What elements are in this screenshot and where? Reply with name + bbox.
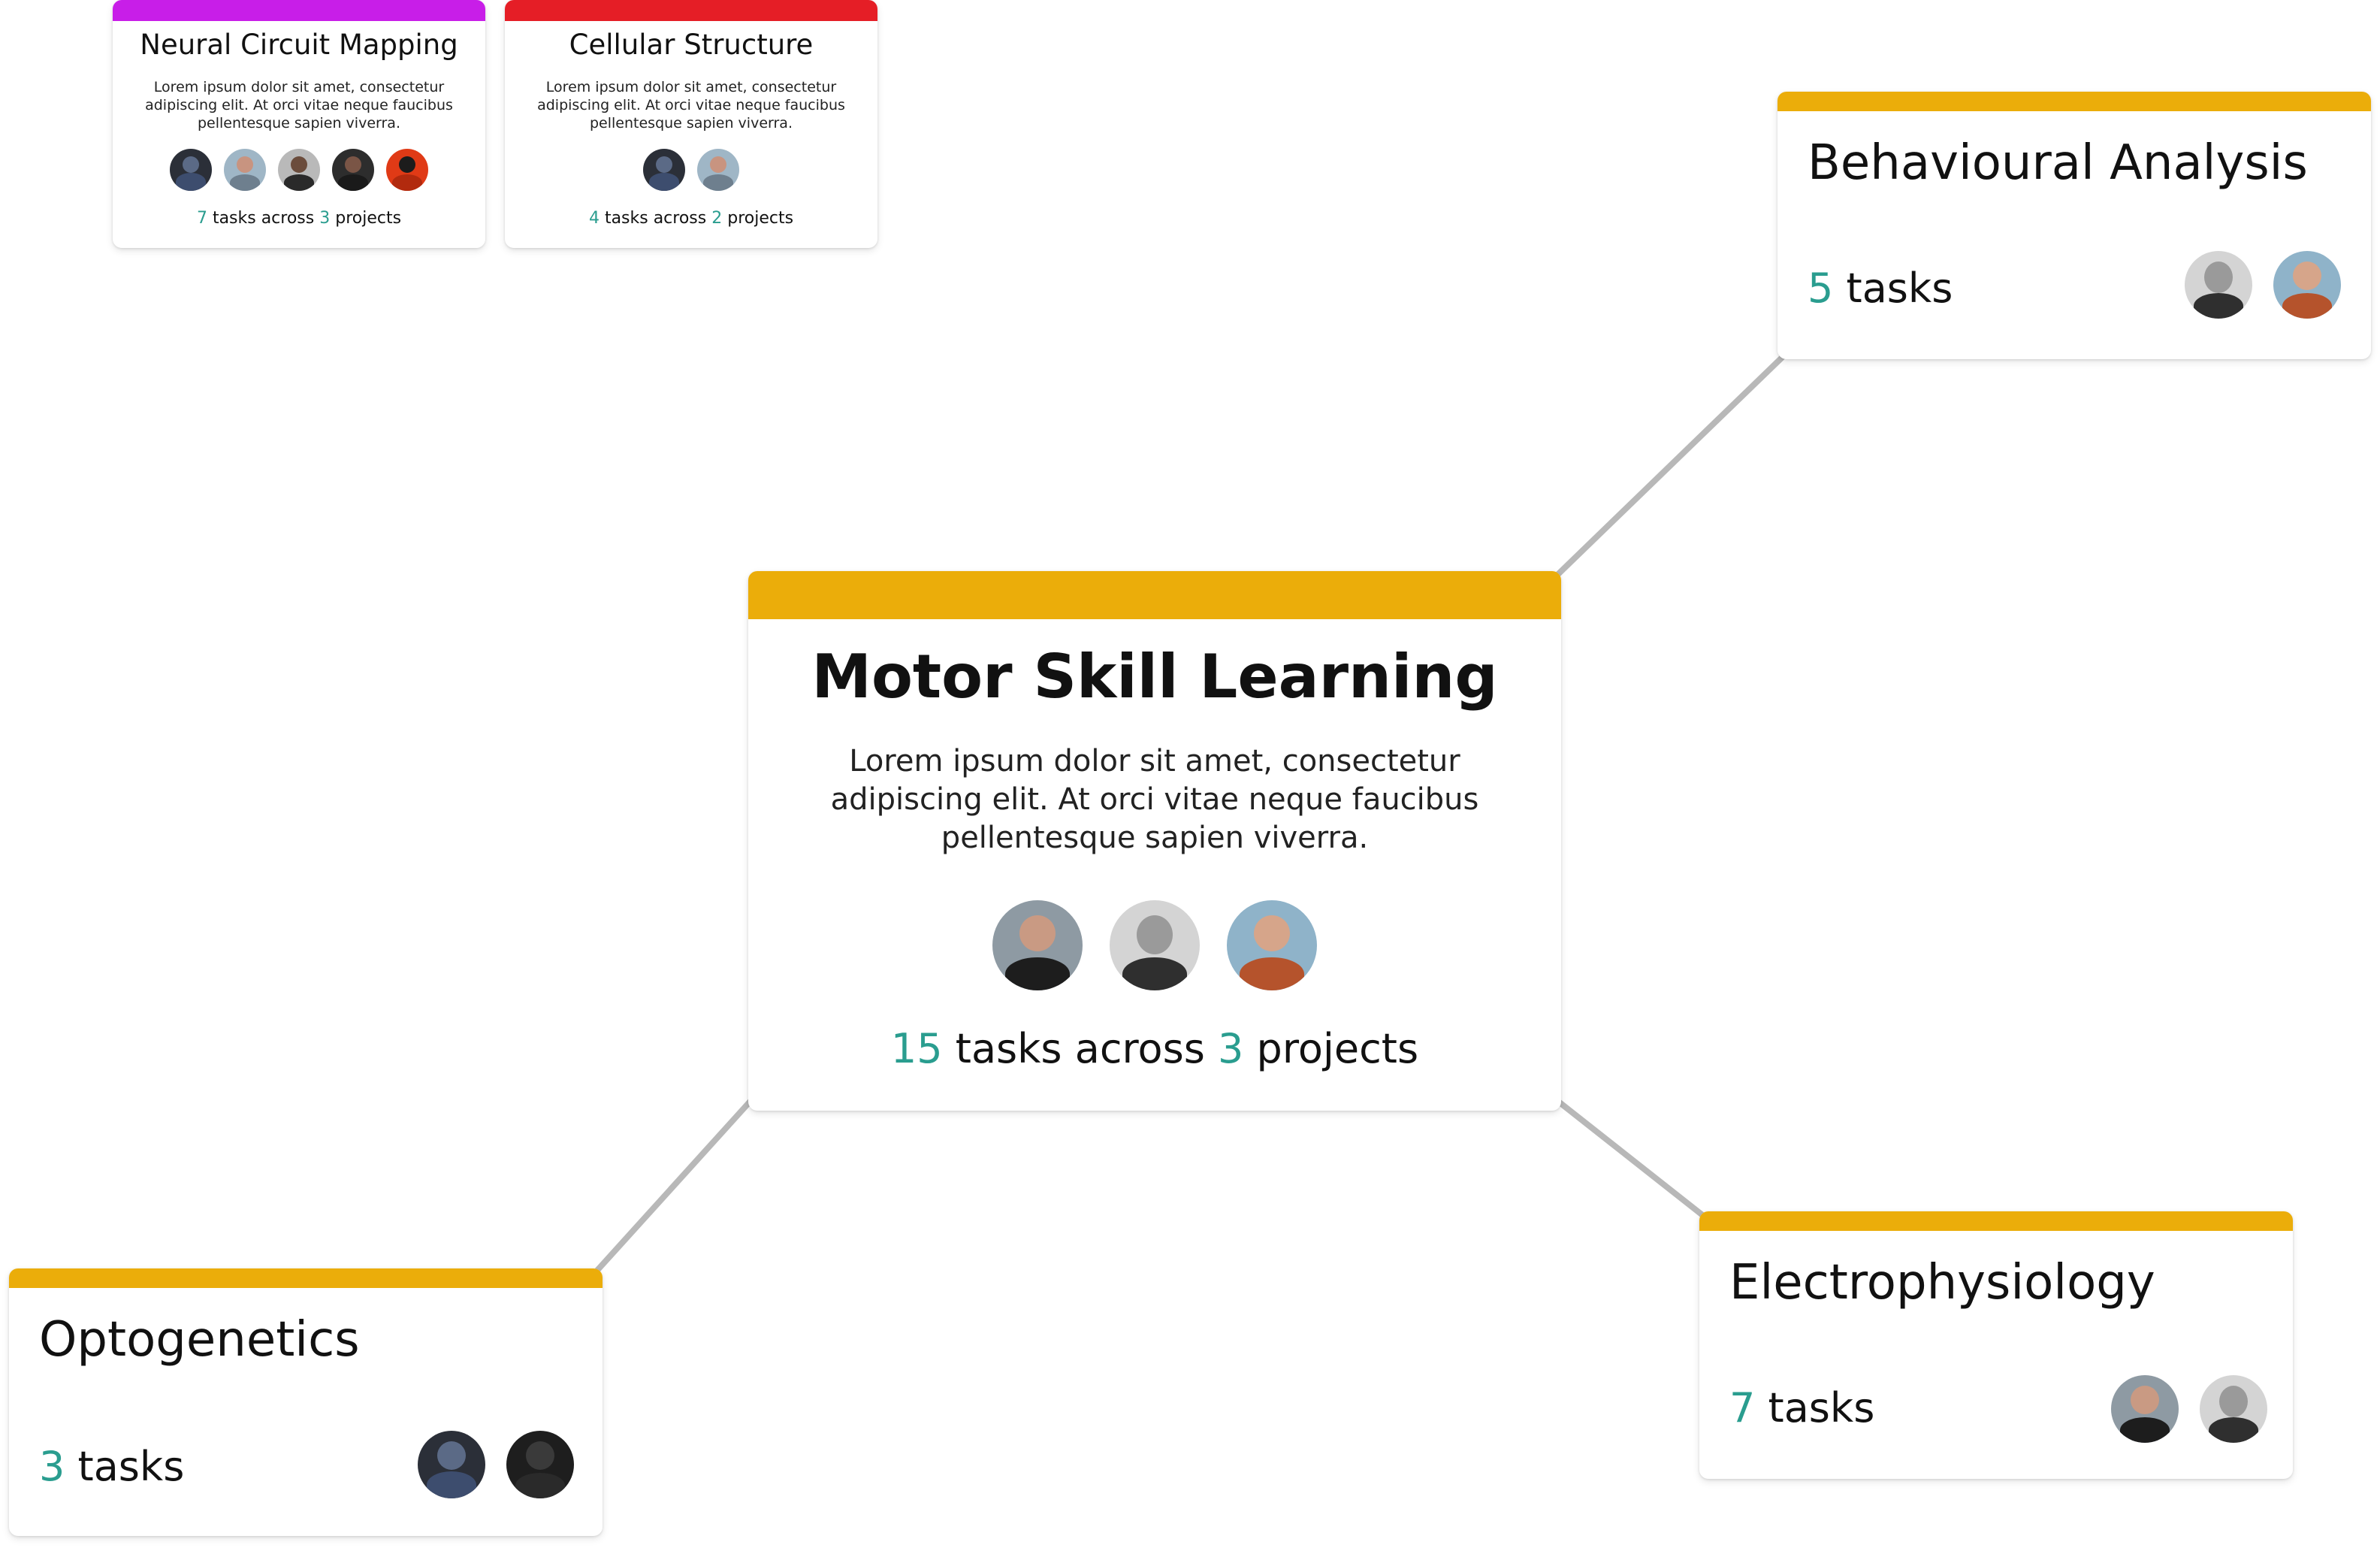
avatar-icon[interactable] bbox=[2185, 251, 2252, 319]
link-electrophysiology bbox=[1554, 1097, 1708, 1220]
link-optogenetics bbox=[591, 1098, 754, 1277]
task-summary: 5 tasks bbox=[1808, 265, 1953, 312]
avatar-group bbox=[2185, 251, 2341, 319]
project-card-electrophysiology[interactable]: Electrophysiology 7 tasks bbox=[1699, 1211, 2293, 1479]
avatar-icon[interactable] bbox=[418, 1431, 485, 1498]
project-card-motor-skill-learning[interactable]: Motor Skill Learning Lorem ipsum dolor s… bbox=[748, 571, 1561, 1111]
task-count: 15 bbox=[890, 1025, 943, 1072]
projects-label: projects bbox=[335, 209, 402, 228]
tasks-label: tasks bbox=[1846, 265, 1953, 312]
project-count: 3 bbox=[1218, 1025, 1244, 1072]
card-title: Electrophysiology bbox=[1729, 1255, 2155, 1311]
task-count: 3 bbox=[39, 1443, 65, 1490]
tasks-label: tasks bbox=[77, 1443, 185, 1490]
avatar-icon[interactable] bbox=[332, 149, 374, 191]
card-title: Neural Circuit Mapping bbox=[140, 29, 458, 61]
avatar-icon[interactable] bbox=[2273, 251, 2341, 319]
avatar-group bbox=[2111, 1375, 2267, 1443]
project-card-cellular-structure[interactable]: Cellular Structure Lorem ipsum dolor sit… bbox=[505, 0, 877, 248]
project-count: 3 bbox=[319, 209, 331, 228]
card-title: Behavioural Analysis bbox=[1808, 135, 2308, 191]
avatar-group bbox=[748, 900, 1561, 990]
projects-label: projects bbox=[727, 209, 794, 228]
project-card-optogenetics[interactable]: Optogenetics 3 tasks bbox=[9, 1268, 603, 1536]
avatar-icon[interactable] bbox=[506, 1431, 574, 1498]
card-title: Motor Skill Learning bbox=[811, 642, 1498, 712]
task-count: 4 bbox=[588, 209, 600, 228]
tasks-label: tasks across bbox=[212, 209, 315, 228]
avatar-icon[interactable] bbox=[224, 149, 266, 191]
card-color-bar bbox=[1699, 1211, 2293, 1231]
card-color-bar bbox=[9, 1268, 603, 1288]
avatar-icon[interactable] bbox=[278, 149, 320, 191]
card-color-bar bbox=[748, 571, 1561, 619]
card-description: Lorem ipsum dolor sit amet, consectetur … bbox=[830, 744, 1479, 855]
avatar-icon[interactable] bbox=[2200, 1375, 2267, 1443]
avatar-icon[interactable] bbox=[1110, 900, 1200, 990]
avatar-group bbox=[113, 149, 485, 191]
card-color-bar bbox=[113, 0, 485, 21]
projects-label: projects bbox=[1256, 1025, 1419, 1072]
project-count: 2 bbox=[711, 209, 723, 228]
card-description: Lorem ipsum dolor sit amet, consectetur … bbox=[537, 79, 845, 132]
avatar-icon[interactable] bbox=[697, 149, 739, 191]
link-behavioural-analysis bbox=[1554, 349, 1790, 578]
avatar-group bbox=[505, 149, 877, 191]
avatar-icon[interactable] bbox=[170, 149, 212, 191]
task-summary: 7 tasks bbox=[1729, 1384, 1874, 1432]
tasks-label: tasks across bbox=[604, 209, 707, 228]
avatar-icon[interactable] bbox=[2111, 1375, 2179, 1443]
card-color-bar bbox=[1777, 92, 2371, 111]
tasks-label: tasks bbox=[1768, 1384, 1875, 1432]
task-summary: 15 tasks across 3 projects bbox=[748, 1025, 1561, 1072]
avatar-icon[interactable] bbox=[643, 149, 685, 191]
tasks-label: tasks across bbox=[955, 1025, 1205, 1072]
task-count: 7 bbox=[196, 209, 207, 228]
task-summary: 4 tasks across 2 projects bbox=[505, 209, 877, 228]
avatar-group bbox=[418, 1431, 574, 1498]
card-title: Optogenetics bbox=[39, 1312, 360, 1368]
avatar-icon[interactable] bbox=[992, 900, 1083, 990]
project-card-neural-circuit-mapping[interactable]: Neural Circuit Mapping Lorem ipsum dolor… bbox=[113, 0, 485, 248]
task-count: 5 bbox=[1808, 265, 1834, 312]
task-summary: 7 tasks across 3 projects bbox=[113, 209, 485, 228]
card-title: Cellular Structure bbox=[569, 29, 814, 61]
avatar-icon[interactable] bbox=[386, 149, 428, 191]
card-description: Lorem ipsum dolor sit amet, consectetur … bbox=[145, 79, 453, 132]
project-card-behavioural-analysis[interactable]: Behavioural Analysis 5 tasks bbox=[1777, 92, 2371, 359]
card-color-bar bbox=[505, 0, 877, 21]
avatar-icon[interactable] bbox=[1227, 900, 1317, 990]
task-count: 7 bbox=[1729, 1384, 1756, 1432]
task-summary: 3 tasks bbox=[39, 1443, 184, 1490]
